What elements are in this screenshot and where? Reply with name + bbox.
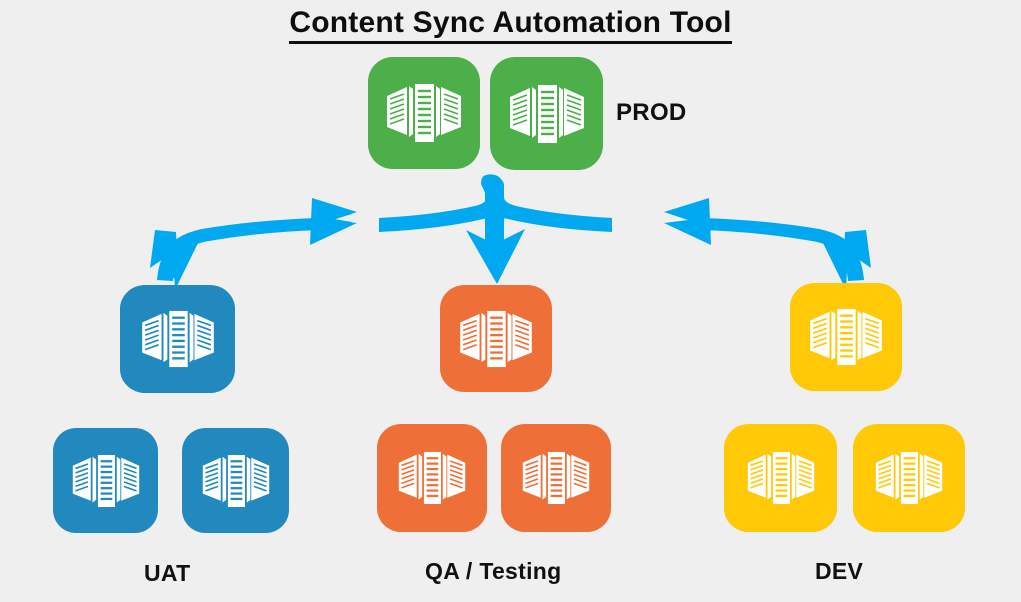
dev-primary-server-tile[interactable] <box>790 283 902 391</box>
prod-server-tile-1[interactable] <box>368 57 480 169</box>
server-rack-icon <box>71 453 141 509</box>
qa-secondary-server-tile-2[interactable] <box>501 424 611 532</box>
page-title: Content Sync Automation Tool <box>0 6 1021 44</box>
server-rack-icon <box>140 309 216 369</box>
uat-secondary-server-tile-2[interactable] <box>182 428 289 533</box>
server-rack-icon <box>397 450 467 506</box>
dev-secondary-server-tile-2[interactable] <box>853 424 965 532</box>
page-title-text: Content Sync Automation Tool <box>289 6 732 44</box>
server-rack-icon <box>508 83 586 145</box>
uat-label: UAT <box>144 560 191 586</box>
dev-secondary-server-tile-1[interactable] <box>724 424 837 532</box>
server-rack-icon <box>385 82 463 144</box>
qa-primary-server-tile[interactable] <box>440 285 552 392</box>
prod-label: PROD <box>616 99 687 126</box>
uat-primary-server-tile[interactable] <box>120 285 235 393</box>
server-rack-icon <box>808 307 884 367</box>
server-rack-icon <box>874 450 944 506</box>
prod-server-tile-2[interactable] <box>490 57 603 170</box>
dev-label: DEV <box>815 558 864 584</box>
server-rack-icon <box>746 450 816 506</box>
server-rack-icon <box>201 453 271 509</box>
qa-secondary-server-tile-1[interactable] <box>377 424 487 532</box>
qa-label: QA / Testing <box>425 558 562 584</box>
server-rack-icon <box>458 309 534 369</box>
uat-secondary-server-tile-1[interactable] <box>53 428 158 533</box>
server-rack-icon <box>521 450 591 506</box>
